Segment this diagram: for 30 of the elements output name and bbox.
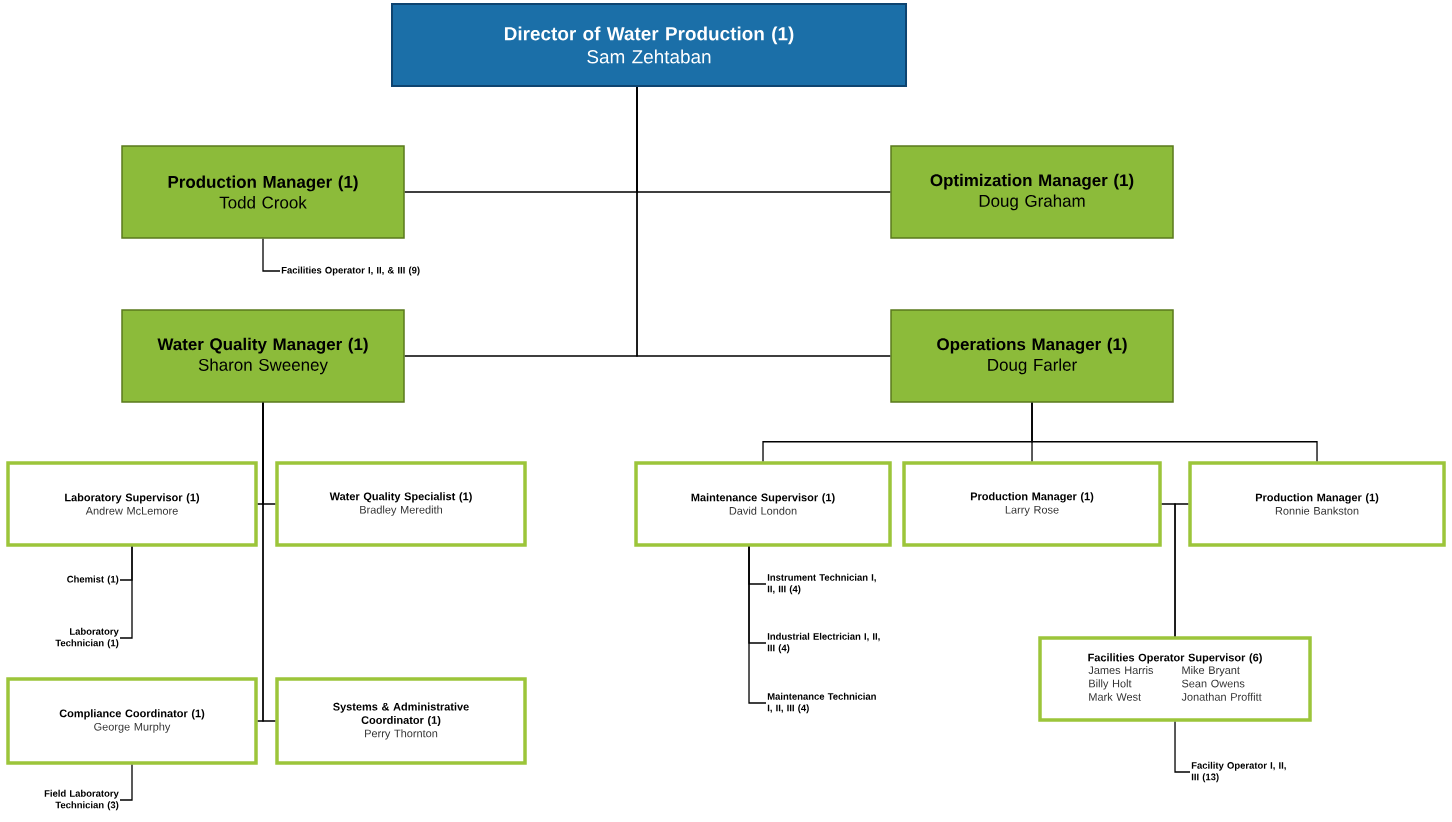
manager-box: Optimization Manager (1) Doug Graham xyxy=(890,145,1174,239)
position-box: Water Quality Specialist (1) Bradley Meredith xyxy=(275,461,527,547)
manager-box: Production Manager (1) Todd Crook xyxy=(121,145,405,239)
connector-line xyxy=(262,238,281,272)
position-box: Compliance Coordinator (1) George Murphy xyxy=(6,677,258,765)
connector-line xyxy=(119,764,133,801)
connector-line xyxy=(1174,503,1189,637)
position-label: Facility Operator I, II, III (13) xyxy=(1191,761,1286,783)
connector-line xyxy=(748,546,767,704)
position-box: Production Manager (1) Larry Rose xyxy=(902,461,1162,547)
position-label: Facilities Operator I, II, & III (9) xyxy=(281,266,420,276)
connector-line xyxy=(1031,402,1318,462)
connector-line xyxy=(119,546,133,639)
position-label: Instrument Technician I, II, III (4) xyxy=(767,573,876,595)
position-label: Maintenance Technician I, II, III (4) xyxy=(767,692,876,714)
manager-box: Water Quality Manager (1) Sharon Sweeney xyxy=(121,309,405,403)
position-label: Field Laboratory Technician (3) xyxy=(44,789,119,811)
position-label: Laboratory Technician (1) xyxy=(55,627,119,649)
connector-line xyxy=(1174,721,1191,773)
manager-box: Operations Manager (1) Doug Farler xyxy=(890,309,1174,403)
connector-line xyxy=(262,402,276,722)
position-box: Production Manager (1) Ronnie Bankston xyxy=(1188,461,1446,547)
position-box: Facilities Operator Supervisor (6) James Harris Mike Bryant Billy Holt Sean Owens Mark West Jonathan Proffitt xyxy=(1038,636,1312,722)
director-box: Director of Water Production (1) Sam Zehtaban xyxy=(391,3,907,87)
position-box: Laboratory Supervisor (1) Andrew McLemore xyxy=(6,461,258,547)
position-box: Systems & Administrative Coordinator (1) Perry Thornton xyxy=(275,677,527,765)
position-box: Maintenance Supervisor (1) David London xyxy=(634,461,892,547)
connector-line xyxy=(636,86,891,357)
position-label: Industrial Electrician I, II, III (4) xyxy=(767,632,880,654)
position-label: Chemist (1) xyxy=(67,575,119,585)
